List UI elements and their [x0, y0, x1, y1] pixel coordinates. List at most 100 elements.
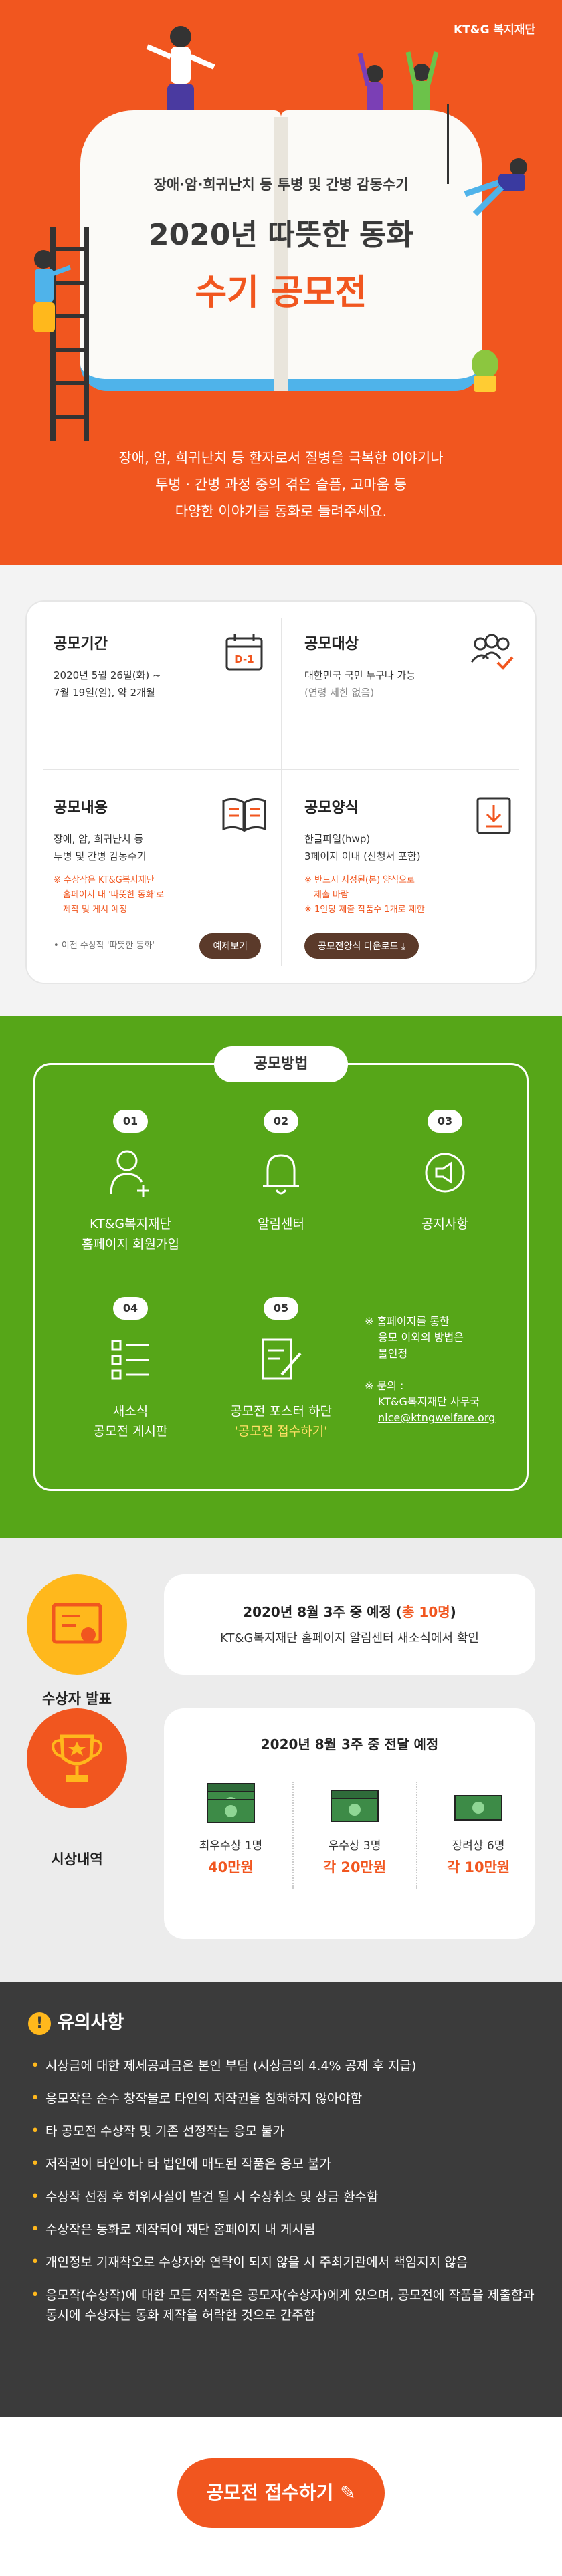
hero-title-line1: 2020년 따뜻한 동화 — [149, 218, 413, 252]
content-note1: ※ 수상작은 KT&G복지재단 — [54, 875, 155, 885]
person-hanging-illustration — [464, 158, 527, 217]
download-arrow-icon: ⤓ — [401, 941, 406, 952]
step-label-2: 홈페이지 회원가입 — [82, 1237, 179, 1252]
hero-desc-line1: 장애, 암, 희귀난치 등 환자로서 질병을 극복한 이야기나 — [118, 450, 444, 466]
contact-label: ※ 문의 : — [365, 1379, 404, 1392]
method-title: 공모방법 — [214, 1046, 348, 1082]
prize-amount: 각 10만원 — [446, 1859, 510, 1875]
list-item: 개인정보 기재착오로 수상자와 연락이 되지 않을 시 주최기관에서 책임지지 … — [28, 2252, 537, 2272]
target-cell: 공모대상 대한민국 국민 누구나 가능 (연령 제한 없음) — [304, 632, 519, 701]
notice-list: 시상금에 대한 제세공과금은 본인 부담 (시상금의 4.4% 공제 후 지급)… — [28, 2056, 537, 2338]
notice-section: !유의사항 시상금에 대한 제세공과금은 본인 부담 (시상금의 4.4% 공제… — [0, 1982, 562, 2417]
download-row: 공모전양식 다운로드 ⤓ — [304, 933, 519, 959]
announce-winner-count: 총 10명 — [402, 1604, 450, 1620]
announce-head-post: ) — [450, 1604, 456, 1620]
period-line2: 7월 19일(일), 약 2개월 — [54, 687, 155, 699]
notice-title: !유의사항 — [28, 2008, 124, 2035]
user-add-icon — [50, 1146, 211, 1206]
example-view-button[interactable]: 예제보기 — [199, 933, 261, 959]
ladder-illustration — [50, 227, 89, 441]
content-line2: 투병 및 간병 감동수기 — [54, 850, 147, 862]
method-notes: ※ 홈페이지를 통한 응모 이외의 방법은 불인정 ※ 문의 : KT&G복지재… — [365, 1314, 519, 1426]
prev-works-text: • 이전 수상작 '따뜻한 동화' — [54, 941, 155, 951]
format-note1: ※ 반드시 지정된(본) 양식으로 — [304, 875, 415, 885]
format-line2: 3페이지 이내 (신청서 포함) — [304, 850, 421, 862]
content-note3: 제작 및 게시 예정 — [63, 905, 128, 915]
list-item: 타 공모전 수상작 및 기존 선정작는 응모 불가 — [28, 2121, 537, 2141]
target-line1: 대한민국 국민 누구나 가능 — [304, 669, 416, 681]
list-item: 시상금에 대한 제세공과금은 본인 부담 (시상금의 4.4% 공제 후 지급) — [28, 2056, 537, 2076]
form-download-button[interactable]: 공모전양식 다운로드 ⤓ — [304, 933, 419, 959]
people-check-icon — [470, 634, 514, 670]
format-note2: 제출 바람 — [314, 890, 349, 900]
prize-item-excellence: 우수상 3명 각 20만원 — [294, 1778, 415, 1877]
announce-box: 2020년 8월 3주 중 예정 (총 10명) KT&G복지재단 홈페이지 알… — [164, 1574, 535, 1675]
period-line1: 2020년 5월 26일(화) ~ — [54, 669, 161, 681]
step-label: 공모전 포스터 하단 — [230, 1404, 332, 1419]
book-left-page — [80, 110, 281, 391]
list-icon — [50, 1333, 211, 1393]
prize-name: 장려상 6명 — [452, 1839, 505, 1853]
method-step-01: 01 KT&G복지재단 홈페이지 회원가입 — [50, 1110, 211, 1254]
method-section: 공모방법 01 KT&G복지재단 홈페이지 회원가입 02 알림센터 03 공지… — [0, 1016, 562, 1538]
info-divider-vertical — [281, 618, 282, 966]
prize-amount: 각 20만원 — [322, 1859, 387, 1875]
notice-title-text: 유의사항 — [58, 2012, 124, 2033]
edit-icon — [201, 1333, 361, 1393]
content-notes: ※ 수상작은 KT&G복지재단 홈페이지 내 '따뜻한 동화'로 제작 및 게시… — [54, 873, 268, 917]
awards-section: 수상자 발표 2020년 8월 3주 중 예정 (총 10명) KT&G복지재단… — [0, 1538, 562, 1982]
list-item: 수상작 선정 후 허위사실이 발견 될 시 수상취소 및 상금 환수함 — [28, 2187, 537, 2207]
target-title: 공모대상 — [304, 636, 359, 653]
contact-email-link[interactable]: nice@ktngwelfare.org — [378, 1411, 496, 1424]
trophy-icon — [27, 1708, 127, 1808]
announce-label: 수상자 발표 — [42, 1691, 112, 1707]
apply-button[interactable]: 공모전 접수하기 ✎ — [177, 2458, 385, 2528]
step-label-2: '공모전 접수하기' — [234, 1424, 328, 1439]
format-line1: 한글파일(hwp) — [304, 833, 371, 845]
hero-desc-line2: 투병 · 간병 과정 중의 겪은 슬픔, 고마움 등 — [155, 477, 407, 493]
info-divider-horizontal — [43, 769, 519, 770]
open-book-icon — [222, 798, 266, 832]
list-item: 응모작은 순수 창작물로 타인의 저작권을 침해하지 않아야함 — [28, 2089, 537, 2109]
step-label: 공지사항 — [421, 1217, 468, 1232]
step-number: 02 — [264, 1110, 298, 1133]
method-note2: 응모 이외의 방법은 — [378, 1331, 464, 1344]
content-title: 공모내용 — [54, 800, 108, 816]
calendar-icon: D-1 — [225, 634, 263, 671]
method-step-03: 03 공지사항 — [365, 1110, 525, 1234]
money-stack-icon — [207, 1783, 255, 1823]
hero-description: 장애, 암, 희귀난치 등 환자로서 질병을 극복한 이야기나 투병 · 간병 … — [0, 445, 562, 525]
announce-head-pre: 2020년 8월 3주 중 예정 ( — [243, 1604, 403, 1620]
content-cell: 공모내용 장애, 암, 희귀난치 등 투병 및 간병 감동수기 ※ 수상작은 K… — [54, 796, 268, 959]
open-book-illustration: 장애·암·희귀난치 등 투병 및 간병 감동수기 2020년 따뜻한 동화 수기… — [70, 57, 492, 398]
step-number: 03 — [428, 1110, 462, 1133]
calendar-icon-text: D-1 — [234, 653, 254, 665]
hero-title-line2: 수기 공모전 — [195, 273, 367, 313]
money-single-icon — [454, 1795, 502, 1821]
hero-subtitle: 장애·암·희귀난치 등 투병 및 간병 감동수기 — [153, 177, 409, 193]
list-item: 저작권이 타인이나 타 법인에 매도된 작품은 응모 불가 — [28, 2154, 537, 2174]
list-item: 수상작은 동화로 제작되어 재단 홈페이지 내 게시됨 — [28, 2220, 537, 2240]
period-cell: 공모기간 2020년 5월 26일(화) ~ 7월 19일(일), 약 2개월 … — [54, 632, 268, 701]
cactus-icon — [472, 350, 498, 392]
bell-icon — [201, 1146, 361, 1206]
format-notes: ※ 반드시 지정된(본) 양식으로 제출 바람 ※ 1인당 제출 작품수 1개로… — [304, 873, 519, 917]
prev-works-row: • 이전 수상작 '따뜻한 동화' 예제보기 — [54, 933, 261, 959]
format-note3: ※ 1인당 제출 작품수 1개로 제한 — [304, 905, 425, 915]
people-cheering-illustration — [357, 51, 439, 116]
hero-section: KT&G 복지재단 장애·암·희귀난치 등 투병 및 간병 감동수기 2020년 — [0, 0, 562, 565]
prize-name: 최우수상 1명 — [199, 1839, 263, 1853]
prize-divider — [292, 1782, 294, 1889]
content-note2: 홈페이지 내 '따뜻한 동화'로 — [63, 890, 165, 900]
method-step-02: 02 알림센터 — [201, 1110, 361, 1234]
prize-name: 우수상 3명 — [328, 1839, 381, 1853]
person-climbing-illustration — [33, 250, 72, 332]
announce-head: 2020년 8월 3주 중 예정 (총 10명) — [164, 1601, 535, 1621]
brand-logo: KT&G 복지재단 — [453, 23, 535, 37]
step-label: KT&G복지재단 — [89, 1217, 172, 1232]
list-item: 응모작(수상작)에 대한 모든 저작권은 공모자(수상자)에게 있으며, 공모전… — [28, 2285, 537, 2325]
method-note3: 불인정 — [378, 1347, 408, 1360]
hero-desc-line3: 다양한 이야기를 동화로 들려주세요. — [175, 503, 387, 519]
download-icon — [476, 797, 511, 834]
